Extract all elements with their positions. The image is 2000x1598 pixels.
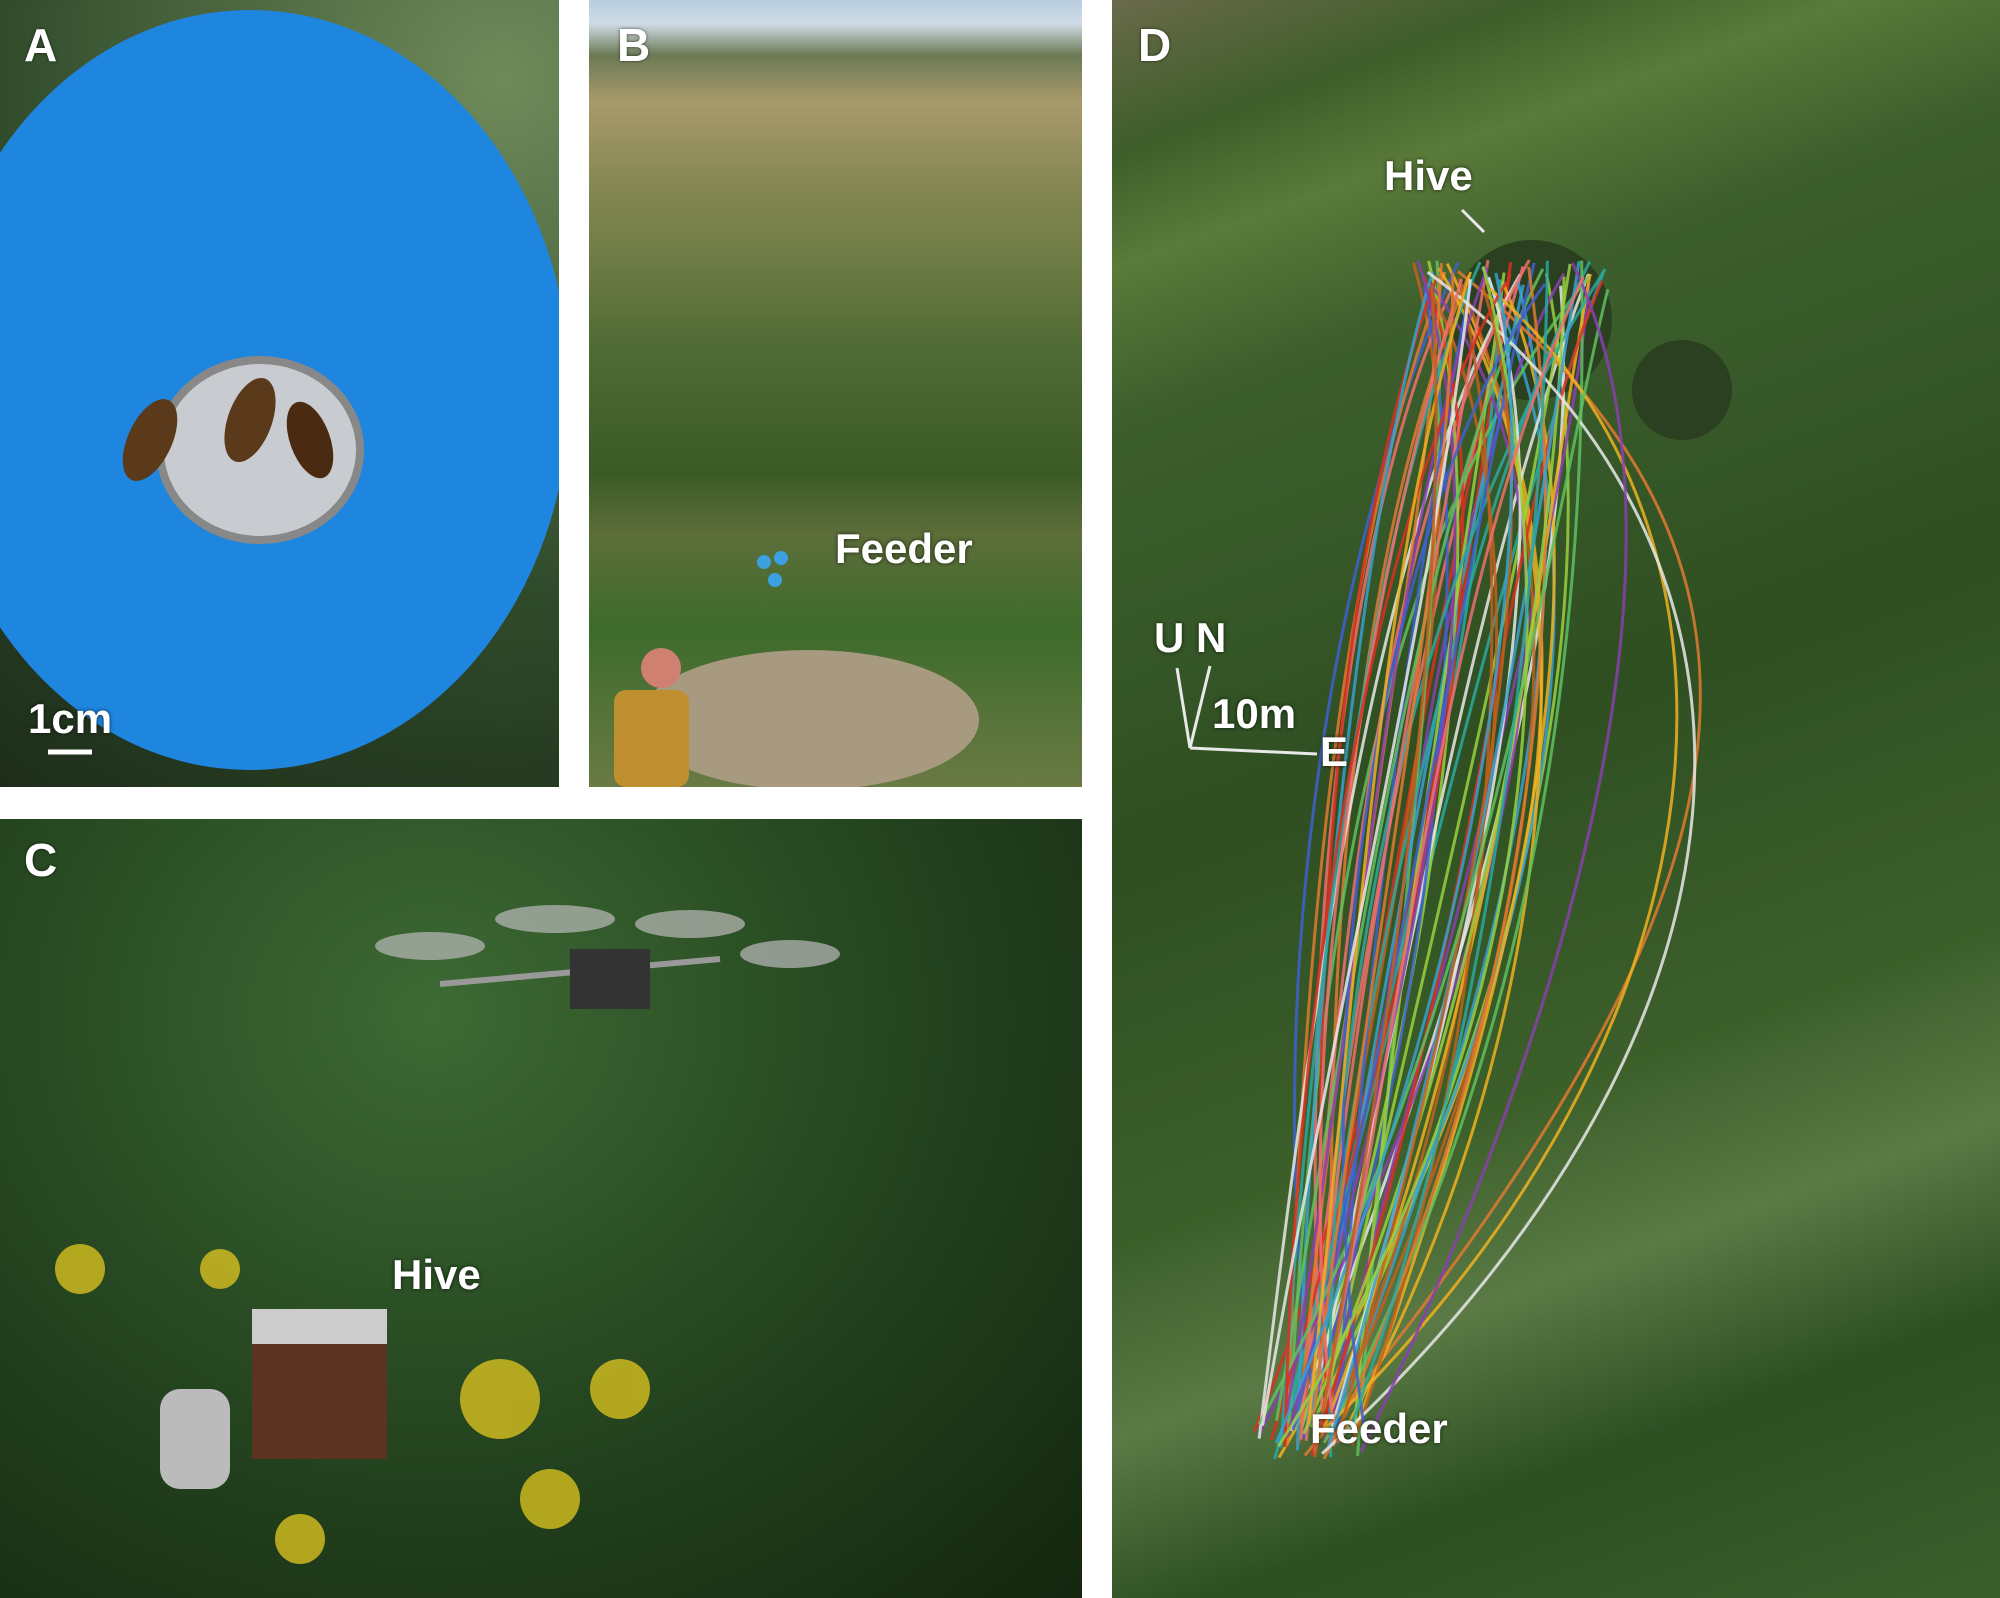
compass-north-label: N: [1196, 614, 1227, 661]
feeder-label: Feeder: [835, 525, 973, 572]
trajectory-path: [1317, 263, 1572, 1432]
tree: [1632, 340, 1732, 440]
bee: [224, 377, 276, 463]
trajectory-path: [1326, 261, 1581, 1448]
trajectory-path: [1313, 284, 1438, 1458]
trajectory-path: [1275, 268, 1545, 1421]
panel-label: A: [24, 19, 58, 71]
hive-arrow: [1460, 208, 1486, 234]
beehives: [252, 1309, 387, 1459]
compass-east-label: E: [1320, 728, 1349, 775]
trajectory-path: [1257, 288, 1610, 1425]
blue-feeder-disc: [0, 10, 559, 770]
trajectory-path: [1359, 262, 1628, 1453]
trajectory-path: [1341, 283, 1547, 1425]
hive-label: Hive: [392, 1251, 481, 1298]
panel-b-cornfield-photo: B Feeder: [589, 0, 1082, 787]
panel-c-drone-hive-photo: C Hive: [0, 819, 1082, 1598]
trajectory-path: [1320, 287, 1679, 1434]
trajectory-path: [1311, 272, 1455, 1425]
bee: [122, 399, 178, 481]
goldenrod-flowers: [55, 1244, 650, 1564]
trajectory-path: [1318, 278, 1464, 1423]
feeder-disc: [757, 555, 771, 569]
panel-d-trajectories-aerial: D Hive Feeder U N 10m E: [1112, 0, 2000, 1598]
trajectory-path: [1283, 281, 1508, 1448]
trajectory-path: [1261, 279, 1472, 1426]
scale-bar-label: 1cm: [28, 695, 113, 742]
feeder-label: Feeder: [1310, 1405, 1448, 1452]
bee: [286, 401, 334, 479]
hive-label: Hive: [1384, 152, 1473, 199]
compass-up-label: U: [1154, 614, 1185, 661]
bare-ground: [639, 650, 979, 787]
beekeeper: [160, 1389, 230, 1489]
trajectory-path: [1313, 276, 1585, 1453]
feeder-disc: [768, 573, 782, 587]
compass-arrows: [1175, 208, 1486, 756]
person: [614, 690, 689, 787]
trajectory-path: [1304, 259, 1490, 1441]
trajectory-path: [1349, 260, 1549, 1428]
bee-trajectories: [1252, 259, 1702, 1460]
feeder-disc: [774, 551, 788, 565]
panel-label: B: [617, 19, 651, 71]
panel-a-bee-feeder-photo: A 1cm: [0, 0, 559, 787]
panel-label: C: [24, 834, 58, 886]
drone: [375, 905, 840, 1009]
panel-label: D: [1138, 19, 1172, 71]
trajectory-path: [1302, 276, 1566, 1435]
trajectory-path: [1257, 273, 1522, 1439]
compass-scale-label: 10m: [1212, 690, 1297, 737]
trajectory-path: [1321, 270, 1697, 1455]
